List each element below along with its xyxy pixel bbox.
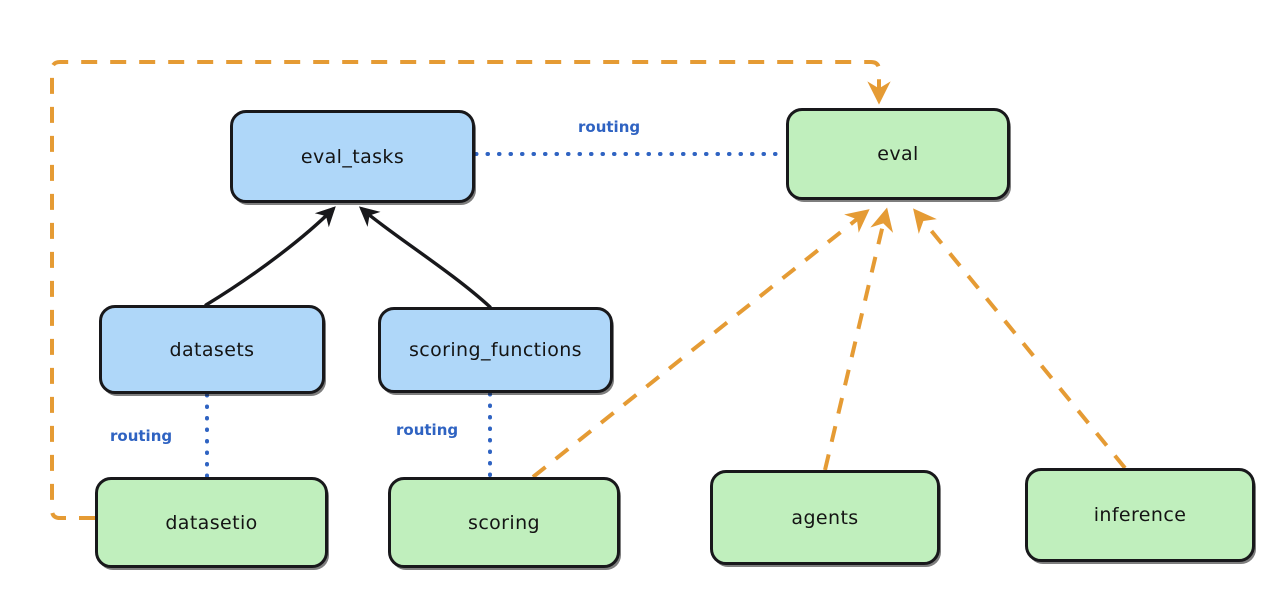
edge-scoring-to-eval-dependency (531, 209, 870, 479)
node-scoring-functions[interactable]: scoring_functions (378, 307, 613, 393)
node-label: agents (791, 506, 859, 529)
edge-scoring-functions-to-eval-tasks (358, 206, 492, 309)
node-eval[interactable]: eval (786, 108, 1010, 200)
node-label: scoring_functions (409, 339, 582, 361)
node-label: eval_tasks (300, 145, 405, 168)
edge-label-routing-eval-tasks-eval: routing (578, 118, 641, 136)
node-label: scoring (468, 511, 540, 534)
edge-inference-to-eval-dependency (913, 208, 1127, 470)
node-datasetio[interactable]: datasetio (95, 477, 328, 568)
node-scoring[interactable]: scoring (388, 477, 620, 568)
edge-datasetio-to-eval-dependency (50, 60, 891, 520)
node-datasets[interactable]: datasets (99, 305, 325, 394)
node-label: eval (877, 143, 919, 165)
edge-label-routing-datasets-datasetio: routing (110, 427, 173, 445)
edge-label-routing-scoring-functions-scoring: routing (396, 421, 459, 439)
node-label: datasets (169, 338, 255, 361)
edge-agents-to-eval-dependency (823, 207, 894, 471)
node-inference[interactable]: inference (1025, 468, 1255, 562)
node-eval-tasks[interactable]: eval_tasks (230, 110, 475, 203)
node-agents[interactable]: agents (710, 470, 940, 565)
node-label: datasetio (165, 511, 258, 534)
node-label: inference (1093, 504, 1187, 526)
edge-datasets-to-eval-tasks (204, 206, 336, 307)
